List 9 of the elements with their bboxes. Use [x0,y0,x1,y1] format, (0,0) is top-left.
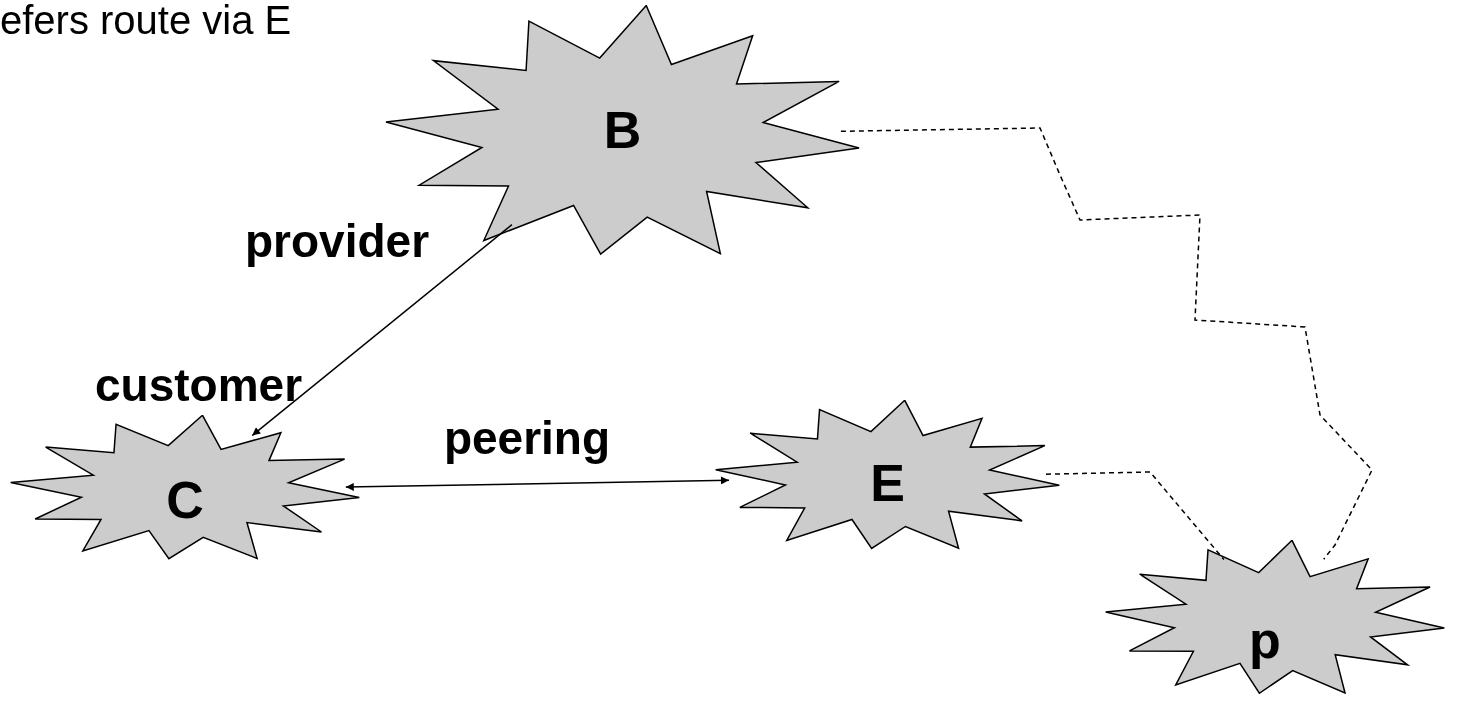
node-label: E [870,456,905,509]
node-label: C [166,474,204,526]
arrow [251,223,513,437]
dashed-connector [1045,471,1225,561]
node-label: B [603,104,642,156]
caption-text: efers route via E [0,0,292,40]
role-label: customer [95,362,303,408]
dashed-connector [840,127,1373,560]
arrow [345,476,730,491]
